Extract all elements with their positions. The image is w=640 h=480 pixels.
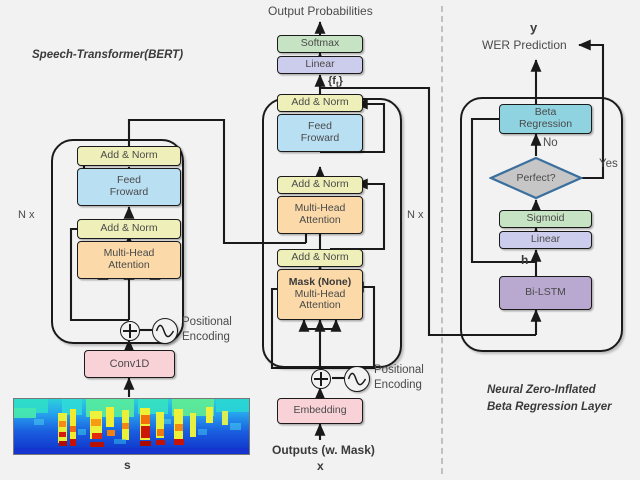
output-probabilities-label: Output Probabilities [268,4,373,18]
encoder-feed-forward[interactable]: Feed Froward [77,168,181,206]
beta-linear-block[interactable]: Linear [499,231,592,249]
input-spectrogram [13,398,250,455]
encoder-mha-line1: Multi-Head [103,247,155,260]
decoder-ff-line2: Froward [300,132,340,144]
decoder-positional-encoding-icon [344,366,370,392]
beta-regression-line1: Beta [534,106,557,119]
ft-close: } [338,75,343,87]
outputs-caption: Outputs (w. Mask) [272,443,375,457]
decision-yes-label: Yes [599,158,618,170]
input-symbol-s: s [124,458,131,472]
decoder-multi-head-attention[interactable]: Multi-Head Attention [277,196,363,234]
decoder-linear-block[interactable]: Linear [277,56,363,74]
beta-layer-title-line2: Beta Regression Layer [487,401,612,413]
decoder-positional-add-icon [311,369,331,389]
decoder-pe-label-line1: Positional [374,364,424,376]
beta-regression-line2: Regression [518,118,573,130]
encoder-title: Speech-Transformer(BERT) [32,49,184,61]
encoder-repeat-label: N x [18,209,35,221]
encoder-positional-encoding-icon [152,318,178,344]
encoder-multi-head-attention[interactable]: Multi-Head Attention [77,241,181,279]
masked-attn-line1: Mask (None) [288,275,352,288]
encoder-pe-label-line1: Positional [182,316,232,328]
encoder-feed-forward-line2: Froward [109,186,149,198]
softmax-block[interactable]: Softmax [277,35,363,53]
encoder-positional-add-icon [120,321,140,341]
masked-attn-line3: Attention [299,299,341,312]
embedding-block[interactable]: Embedding [277,398,363,424]
input-symbol-x: x [317,459,324,473]
ft-subscript: t [335,80,339,90]
panel-divider [441,6,443,474]
decoder-feed-forward[interactable]: Feed Froward [277,114,363,152]
perfect-decision-label: Perfect? [516,172,556,184]
perfect-decision-node[interactable]: Perfect? [489,156,583,200]
encoder-pe-label-line2: Encoding [182,331,230,343]
decoder-masked-attention[interactable]: Mask (None) Multi-Head Attention [277,269,363,320]
beta-layer-title-line1: Neural Zero-Inflated [487,384,596,396]
decoder-add-norm-3[interactable]: Add & Norm [277,94,363,112]
decision-no-label: No [543,137,558,149]
ft-open: {f [328,75,336,87]
decoder-repeat-label: N x [407,209,424,221]
output-symbol-y: y [530,20,538,35]
feature-set-label: {ft} [328,75,343,89]
beta-regression-block[interactable]: Beta Regression [499,104,592,134]
encoder-mha-line2: Attention [108,259,150,271]
decoder-add-norm-1[interactable]: Add & Norm [277,249,363,267]
decoder-pe-label-line2: Encoding [374,379,422,391]
decoder-add-norm-2[interactable]: Add & Norm [277,176,363,194]
wer-prediction-label: WER Prediction [482,38,567,52]
encoder-add-norm-2[interactable]: Add & Norm [77,146,181,166]
conv1d-block[interactable]: Conv1D [84,350,175,378]
hidden-state-symbol-h: h [521,253,529,267]
decoder-mha-line2: Attention [299,214,341,226]
bilstm-block[interactable]: Bi-LSTM [499,276,592,310]
encoder-add-norm-1[interactable]: Add & Norm [77,219,181,239]
sigmoid-block[interactable]: Sigmoid [499,210,592,228]
